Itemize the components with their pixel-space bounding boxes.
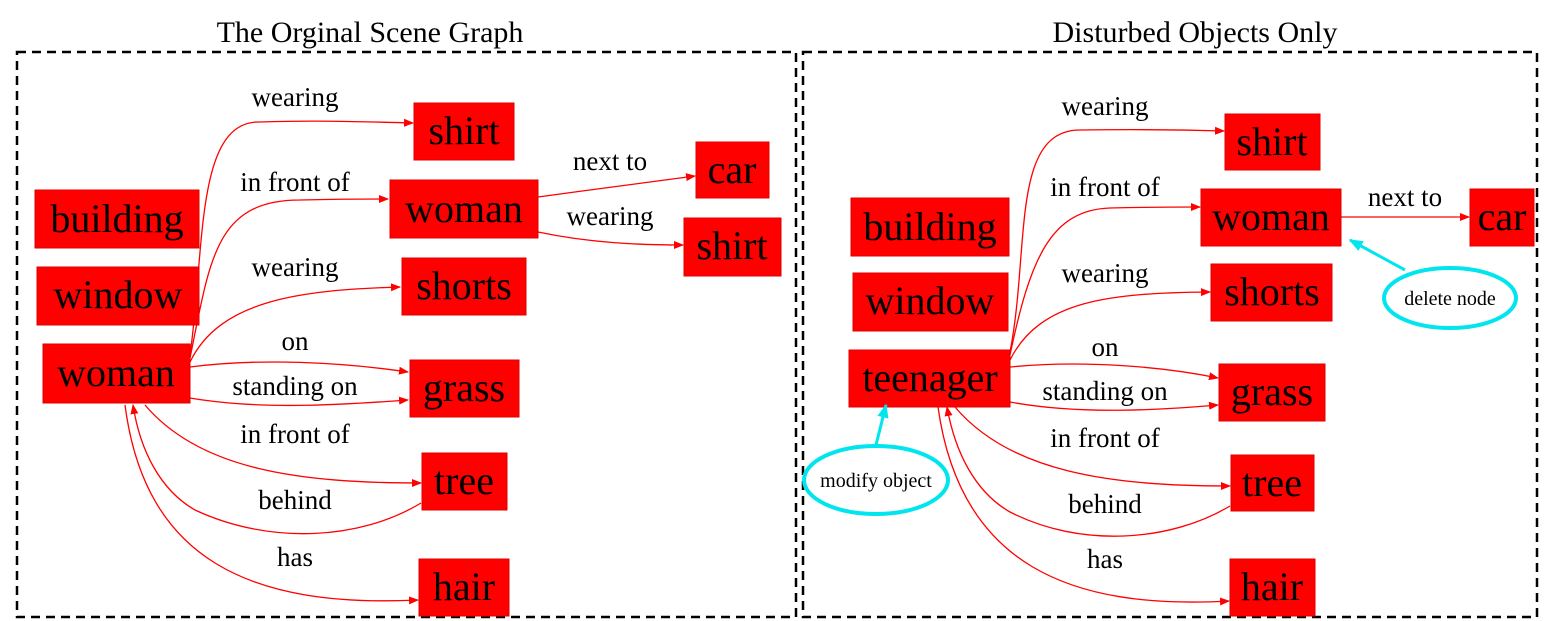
delete-node-label: delete node	[1404, 288, 1496, 310]
edge-label: wearing	[1062, 258, 1149, 288]
edge-tree-behind-woman	[130, 404, 422, 535]
edge-label: has	[277, 542, 313, 572]
edge-label: next to	[573, 146, 647, 176]
edge-woman-wearing-shorts	[189, 283, 401, 363]
edge-woman-next-to-car	[537, 173, 696, 198]
edge-teenager-wearing-shorts	[1009, 288, 1211, 361]
panel-title: Disturbed Objects Only	[1053, 16, 1338, 49]
edges	[124, 118, 696, 605]
node-building: building	[50, 196, 183, 241]
edge-woman-has-hair	[124, 404, 419, 605]
edge-label: wearing	[252, 82, 339, 112]
node-grass: grass	[1231, 369, 1313, 414]
nodes: building window teenager shirt woman car…	[848, 113, 1535, 617]
node-hair: hair	[1241, 564, 1303, 609]
edge-woman-in-front-of-woman	[189, 195, 389, 359]
nodes: building window woman shirt woman car sh…	[34, 102, 782, 617]
edge-woman-wearing-shirt-2	[537, 231, 684, 249]
edge-label: in front of	[240, 419, 349, 449]
node-shirt: shirt	[1236, 119, 1307, 164]
panel-disturbed: Disturbed Objects Only wearing in front …	[801, 16, 1539, 619]
node-window: window	[54, 272, 183, 317]
node-grass: grass	[423, 365, 505, 410]
node-tree: tree	[434, 458, 494, 503]
edge-teenager-wearing-shirt	[1009, 126, 1225, 353]
edge-label: in front of	[1050, 172, 1159, 202]
node-teenager: teenager	[862, 355, 997, 400]
node-shorts: shorts	[1224, 269, 1320, 314]
edge-label: wearing	[1062, 91, 1149, 121]
edge-label: wearing	[252, 252, 339, 282]
edge-label: in front of	[240, 167, 349, 197]
modify-object-arrow	[874, 403, 889, 446]
node-woman: woman	[1212, 194, 1330, 239]
panel-original: The Orginal Scene Graph wearing in front…	[15, 16, 798, 619]
edge-label: on	[282, 326, 310, 356]
edges	[937, 126, 1470, 606]
node-window: window	[866, 278, 995, 323]
edge-label: behind	[1068, 489, 1142, 519]
edge-label: in front of	[1050, 423, 1159, 453]
edge-teenager-on-grass	[1009, 363, 1219, 381]
edge-woman-on-grass	[189, 361, 409, 375]
panel-title: The Orginal Scene Graph	[217, 16, 524, 49]
annotations: delete node modify object	[802, 238, 1518, 516]
node-building: building	[863, 204, 996, 249]
delete-node-ellipse	[1382, 266, 1518, 330]
edge-teenager-has-hair	[937, 406, 1230, 606]
node-shorts: shorts	[416, 263, 512, 308]
modify-object-ellipse	[802, 444, 950, 516]
edge-woman-standing-on-grass	[189, 396, 409, 407]
node-woman-2: woman	[405, 186, 523, 231]
edge-teenager-standing-on-grass	[1009, 401, 1219, 411]
panel-frame	[15, 50, 798, 619]
node-woman: woman	[57, 350, 175, 395]
edge-labels: wearing in front of wearing on standing …	[232, 82, 653, 572]
node-car: car	[708, 147, 757, 192]
edge-labels: wearing in front of wearing on standing …	[1042, 91, 1442, 574]
edge-label: behind	[258, 485, 332, 515]
edge-label: standing on	[232, 371, 358, 401]
delete-node-arrow	[1348, 238, 1406, 272]
edge-teenager-in-front-of-woman	[1009, 203, 1201, 356]
node-shirt: shirt	[428, 108, 499, 153]
node-car: car	[1478, 194, 1527, 239]
edge-woman-in-front-of-tree	[144, 404, 422, 487]
edge-tree-behind-teenager	[944, 406, 1231, 537]
modify-object-label: modify object	[820, 470, 932, 492]
edge-label: standing on	[1042, 376, 1168, 406]
edge-label: on	[1092, 332, 1120, 362]
node-tree: tree	[1242, 460, 1302, 505]
edge-label: wearing	[567, 201, 654, 231]
panel-frame	[801, 50, 1539, 619]
edge-label: has	[1087, 544, 1123, 574]
node-shirt-2: shirt	[696, 223, 767, 268]
node-hair: hair	[433, 564, 495, 609]
edge-teenager-in-front-of-tree	[954, 406, 1231, 490]
edge-label: next to	[1368, 182, 1442, 212]
